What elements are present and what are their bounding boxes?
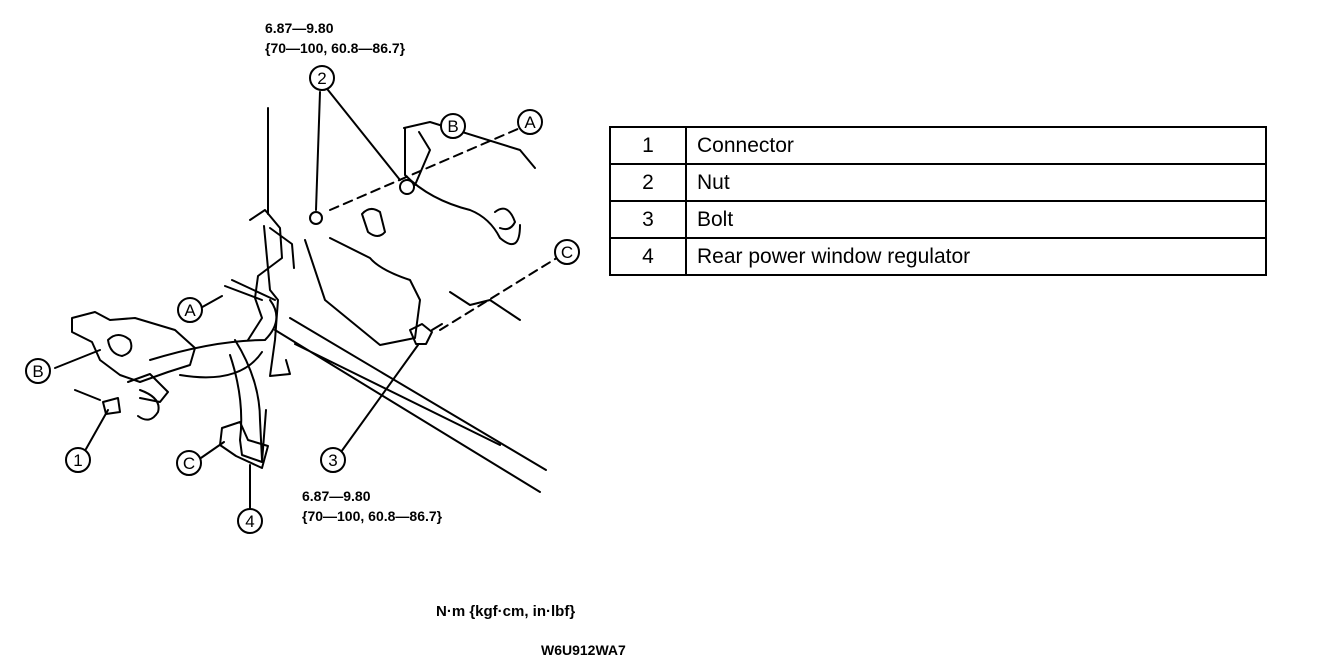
nut-left <box>309 211 323 225</box>
table-row: 1 Connector <box>609 126 1267 165</box>
callout-3: 3 <box>328 451 337 470</box>
nut-right <box>399 179 415 195</box>
panel-hole <box>361 208 386 237</box>
part-name: Connector <box>685 126 1267 165</box>
torque-bottom-line2: {70—100, 60.8—86.7} <box>302 508 443 524</box>
window-motor <box>71 311 196 403</box>
part-number: 1 <box>609 126 687 165</box>
callout-B-right: B <box>447 117 458 136</box>
lower-bracket <box>219 421 269 469</box>
connector-harness <box>74 389 160 421</box>
table-row: 3 Bolt <box>609 200 1267 239</box>
table-row: 4 Rear power window regulator <box>609 237 1267 276</box>
panel-hole-2 <box>494 207 516 231</box>
part-name: Nut <box>685 163 1267 202</box>
torque-spec-bottom: 6.87—9.80 {70—100, 60.8—86.7} <box>302 486 442 526</box>
part-number: 2 <box>609 163 687 202</box>
table-row: 2 Nut <box>609 163 1267 202</box>
callout-A-left: A <box>184 301 196 320</box>
regulator-rail <box>247 209 295 377</box>
torque-units: N·m {kgf·cm, in·lbf} <box>436 603 576 620</box>
leaders <box>54 89 431 511</box>
callout-1: 1 <box>73 451 82 470</box>
parts-table: 1 Connector 2 Nut 3 Bolt 4 Rear power wi… <box>609 126 1267 276</box>
callout-B-left: B <box>32 362 43 381</box>
callout-C-left: C <box>183 454 195 473</box>
figure-code: W6U912WA7 <box>541 642 626 658</box>
callout-circles <box>25 65 580 534</box>
torque-spec-top: 6.87—9.80 {70—100, 60.8—86.7} <box>265 18 405 58</box>
callout-2: 2 <box>317 69 326 88</box>
align-line-c <box>439 255 561 331</box>
door-panel-outline <box>304 121 536 346</box>
regulator-cable <box>149 279 278 463</box>
part-number: 4 <box>609 237 687 276</box>
callout-C-right: C <box>561 243 573 262</box>
torque-top-line1: 6.87—9.80 <box>265 20 334 36</box>
door-panel-lines <box>267 107 547 493</box>
callout-4: 4 <box>245 512 254 531</box>
part-name: Rear power window regulator <box>685 237 1267 276</box>
align-line-a <box>329 127 521 211</box>
part-number: 3 <box>609 200 687 239</box>
part-name: Bolt <box>685 200 1267 239</box>
torque-top-line2: {70—100, 60.8—86.7} <box>265 40 406 56</box>
bolt-3 <box>409 323 443 345</box>
callout-A-right: A <box>524 113 536 132</box>
torque-bottom-line1: 6.87—9.80 <box>302 488 371 504</box>
